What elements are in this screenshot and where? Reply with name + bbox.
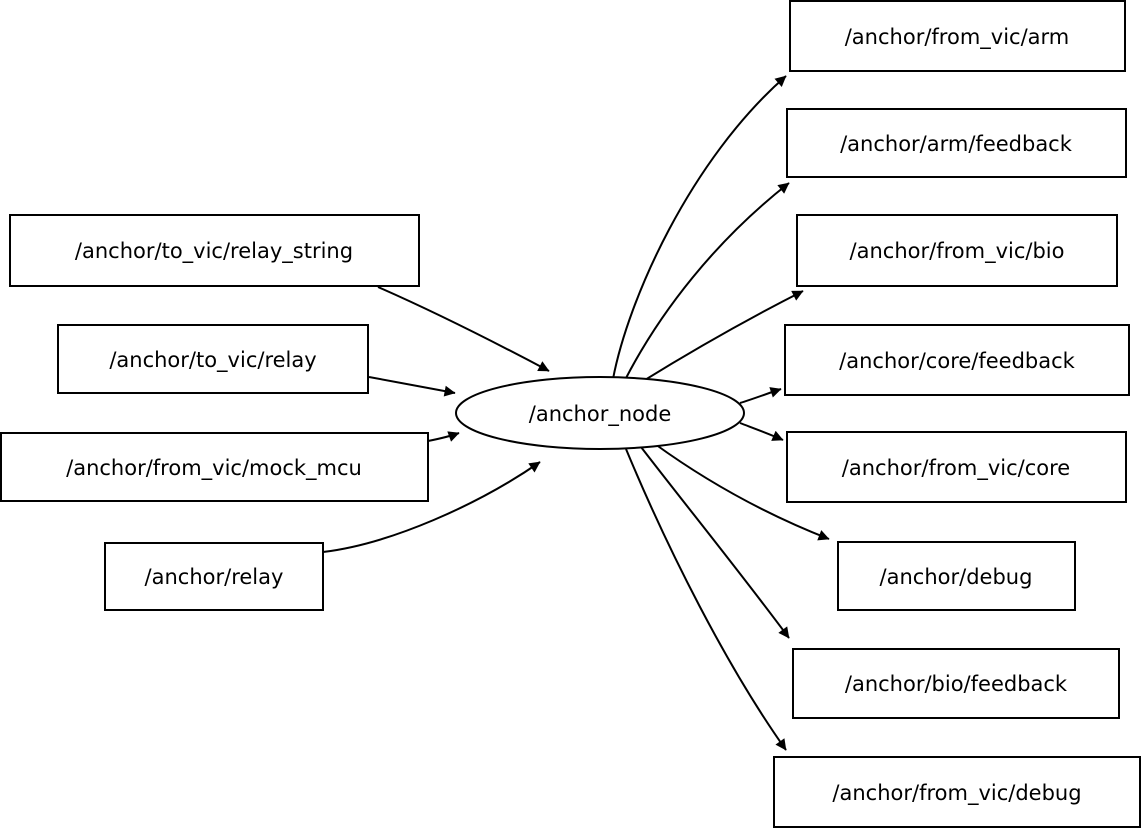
topic-label: /anchor/core/feedback	[839, 349, 1076, 373]
topic-box	[104, 542, 324, 611]
topic-label: /anchor/to_vic/relay_string	[75, 239, 353, 264]
output-node-from-vic-core: /anchor/from_vic/core	[786, 431, 1127, 503]
topic-box	[0, 432, 429, 502]
topic-box	[789, 0, 1126, 72]
edge-anchor-node-to-bio-feedback	[640, 446, 790, 639]
topic-box	[792, 648, 1120, 719]
topic-box	[786, 431, 1127, 503]
topic-label: /anchor/from_vic/bio	[850, 239, 1065, 264]
output-node-from-vic-debug: /anchor/from_vic/debug	[773, 756, 1141, 828]
output-node-core-feedback: /anchor/core/feedback	[784, 324, 1130, 396]
topic-label: /anchor/from_vic/arm	[845, 25, 1070, 50]
topic-label: /anchor/from_vic/debug	[832, 781, 1081, 806]
output-node-from-vic-arm: /anchor/from_vic/arm	[789, 0, 1126, 72]
topic-label: /anchor/bio/feedback	[845, 672, 1068, 696]
input-node-from-vic-mock-mcu: /anchor/from_vic/mock_mcu	[0, 432, 429, 502]
edge-anchor-node-to-from-vic-debug	[625, 448, 787, 751]
topic-label: /anchor/debug	[880, 565, 1033, 589]
topic-box	[837, 541, 1076, 611]
edge-to-vic-relay-to-anchor-node	[368, 376, 456, 397]
edge-anchor-node-to-arm-feedback	[624, 182, 790, 381]
topic-box	[796, 214, 1118, 287]
edge-anchor-node-to-core-feedback	[739, 387, 782, 404]
edge-to-vic-relay-string-to-anchor-node	[377, 286, 550, 372]
edge-anchor-node-to-from-vic-bio	[639, 290, 804, 384]
topic-label: /anchor/from_vic/core	[842, 456, 1070, 481]
output-node-from-vic-bio: /anchor/from_vic/bio	[796, 214, 1118, 287]
output-node-debug: /anchor/debug	[837, 541, 1076, 611]
edge-anchor-node-to-debug	[654, 443, 830, 541]
topic-box	[57, 324, 369, 394]
edge-anchor-node-to-from-vic-arm	[612, 75, 787, 380]
node-ellipse	[455, 376, 745, 450]
topic-label: /anchor/arm/feedback	[840, 132, 1073, 156]
edge-group	[322, 75, 830, 751]
center-node-anchor-node: /anchor_node	[455, 376, 745, 450]
topic-label: /anchor/to_vic/relay	[109, 348, 316, 373]
topic-label: /anchor/from_vic/mock_mcu	[66, 456, 362, 481]
node-label: /anchor_node	[529, 402, 672, 427]
topic-box	[9, 214, 420, 287]
output-node-arm-feedback: /anchor/arm/feedback	[786, 108, 1127, 178]
edge-relay-to-anchor-node	[322, 461, 541, 553]
topic-box	[786, 108, 1127, 178]
input-node-relay: /anchor/relay	[104, 542, 324, 611]
edge-from-vic-mock-mcu-to-anchor-node	[427, 431, 460, 442]
edge-anchor-node-to-from-vic-core	[739, 422, 784, 441]
input-node-to-vic-relay: /anchor/to_vic/relay	[57, 324, 369, 394]
topic-box	[784, 324, 1130, 396]
input-node-to-vic-relay-string: /anchor/to_vic/relay_string	[9, 214, 420, 287]
topic-label: /anchor/relay	[145, 565, 284, 589]
topic-box	[773, 756, 1141, 828]
output-node-bio-feedback: /anchor/bio/feedback	[792, 648, 1120, 719]
